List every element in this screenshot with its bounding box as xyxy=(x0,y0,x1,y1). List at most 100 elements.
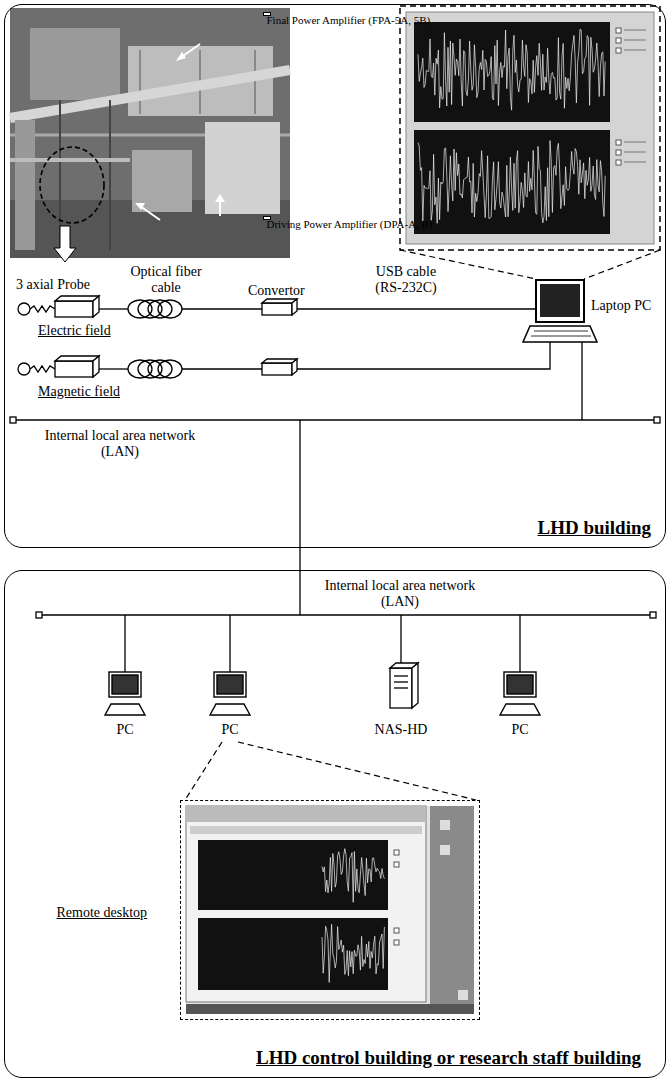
remote-screen xyxy=(186,806,426,1002)
remote-screen xyxy=(186,1004,474,1014)
amplifier-photo xyxy=(132,150,192,212)
probe-chain xyxy=(158,360,182,378)
screen-capture xyxy=(624,142,646,143)
remote-screen xyxy=(186,806,474,1014)
laptop-icon xyxy=(523,280,597,342)
probe-chain xyxy=(93,296,99,317)
amplifier-photo xyxy=(176,52,186,61)
building-region: LHD control building or research staff b… xyxy=(4,570,666,1078)
remote-screen xyxy=(440,820,450,830)
screen-capture xyxy=(418,29,605,223)
laptop-icon xyxy=(540,284,580,317)
remote-screen xyxy=(440,845,450,855)
part-label: Convertor xyxy=(248,283,305,299)
remote-screen xyxy=(458,990,468,1000)
part-label: PC xyxy=(500,722,540,738)
screen-capture xyxy=(616,160,621,165)
frame-label: Remote desktop xyxy=(57,905,148,921)
network-wiring xyxy=(229,615,230,672)
amplifier-photo xyxy=(139,50,141,114)
laptop-icon xyxy=(536,280,584,322)
probe-chain xyxy=(182,368,262,369)
screen-capture xyxy=(406,12,654,244)
network-wiring xyxy=(581,342,582,420)
amplifier-photo xyxy=(10,70,290,118)
amplifier-photo xyxy=(219,200,221,216)
part-label: Optical fiber cable xyxy=(118,264,214,296)
probe-chain xyxy=(99,368,128,369)
network-wiring xyxy=(42,614,650,615)
screen-capture xyxy=(414,22,610,122)
remote-screen xyxy=(394,940,399,945)
screen-capture xyxy=(616,28,621,33)
laptop-icon xyxy=(531,336,591,337)
nas-icon xyxy=(394,675,408,676)
nas-icon xyxy=(394,687,408,688)
screen-capture xyxy=(616,140,621,145)
pc-icon xyxy=(500,704,540,715)
network-wiring xyxy=(400,615,401,664)
amplifier-photo xyxy=(135,203,145,210)
probe-chain xyxy=(93,356,99,377)
signal-trace xyxy=(418,141,605,224)
screen-capture xyxy=(400,6,660,250)
amplifier-photo xyxy=(205,122,280,214)
remote-screen xyxy=(394,928,399,933)
amplifier-photo xyxy=(215,194,225,202)
probe-chain xyxy=(18,296,550,378)
pc-icon xyxy=(507,675,533,694)
part-label: Internal local area network (LAN) xyxy=(35,428,205,460)
remote-screen xyxy=(394,850,399,855)
network-wiring xyxy=(654,417,660,423)
screen-capture xyxy=(624,30,646,31)
pc-icon xyxy=(105,704,145,715)
pc-icon xyxy=(105,672,540,715)
network-wiring xyxy=(36,612,42,618)
screen-capture xyxy=(624,40,646,41)
amplifier-photo xyxy=(10,8,290,258)
probe-chain xyxy=(18,303,30,315)
network-wiring xyxy=(519,615,520,672)
label-box: Final Power Amplifier (FPA-5A, 5B) xyxy=(263,12,271,16)
probe-chain xyxy=(262,303,292,315)
signal-trace xyxy=(322,849,384,903)
amplifier-photo xyxy=(54,226,76,262)
screen-capture xyxy=(616,48,621,53)
probe-chain xyxy=(182,308,262,309)
remote-screen xyxy=(185,742,476,1014)
remote-screen xyxy=(238,742,476,800)
remote-screen xyxy=(198,918,388,990)
remote-screen xyxy=(186,806,426,822)
amplifier-photo xyxy=(40,147,104,223)
network-wiring xyxy=(124,615,125,672)
network-wiring xyxy=(10,417,16,423)
screen-capture xyxy=(616,38,621,43)
label-box: Driving Power Amplifier (DPA-A, B) xyxy=(263,216,271,220)
signal-trace xyxy=(418,29,605,110)
pc-icon xyxy=(214,672,246,697)
network-wiring xyxy=(299,420,300,615)
probe-chain xyxy=(297,342,550,369)
screen-capture xyxy=(616,150,621,155)
probe-chain xyxy=(55,296,99,301)
probe-chain xyxy=(292,359,297,375)
probe-chain xyxy=(158,300,182,318)
screen-capture xyxy=(624,162,646,163)
probe-chain xyxy=(292,299,297,315)
region-title: LHD building xyxy=(537,517,651,539)
laptop-icon xyxy=(534,331,588,332)
amplifier-photo xyxy=(140,206,160,220)
screen-capture xyxy=(400,6,660,279)
signal-trace xyxy=(322,924,384,982)
label-text: Final Power Amplifier (FPA-5A, 5B) xyxy=(267,14,431,27)
network-wiring xyxy=(16,419,654,420)
network-wiring xyxy=(10,342,660,672)
pc-icon xyxy=(109,672,141,697)
probe-chain xyxy=(297,308,536,309)
probe-chain xyxy=(262,363,292,375)
remote-screen xyxy=(394,862,399,867)
probe-chain xyxy=(55,356,99,361)
part-label: Laptop PC xyxy=(591,298,651,314)
nas-icon xyxy=(394,681,408,682)
